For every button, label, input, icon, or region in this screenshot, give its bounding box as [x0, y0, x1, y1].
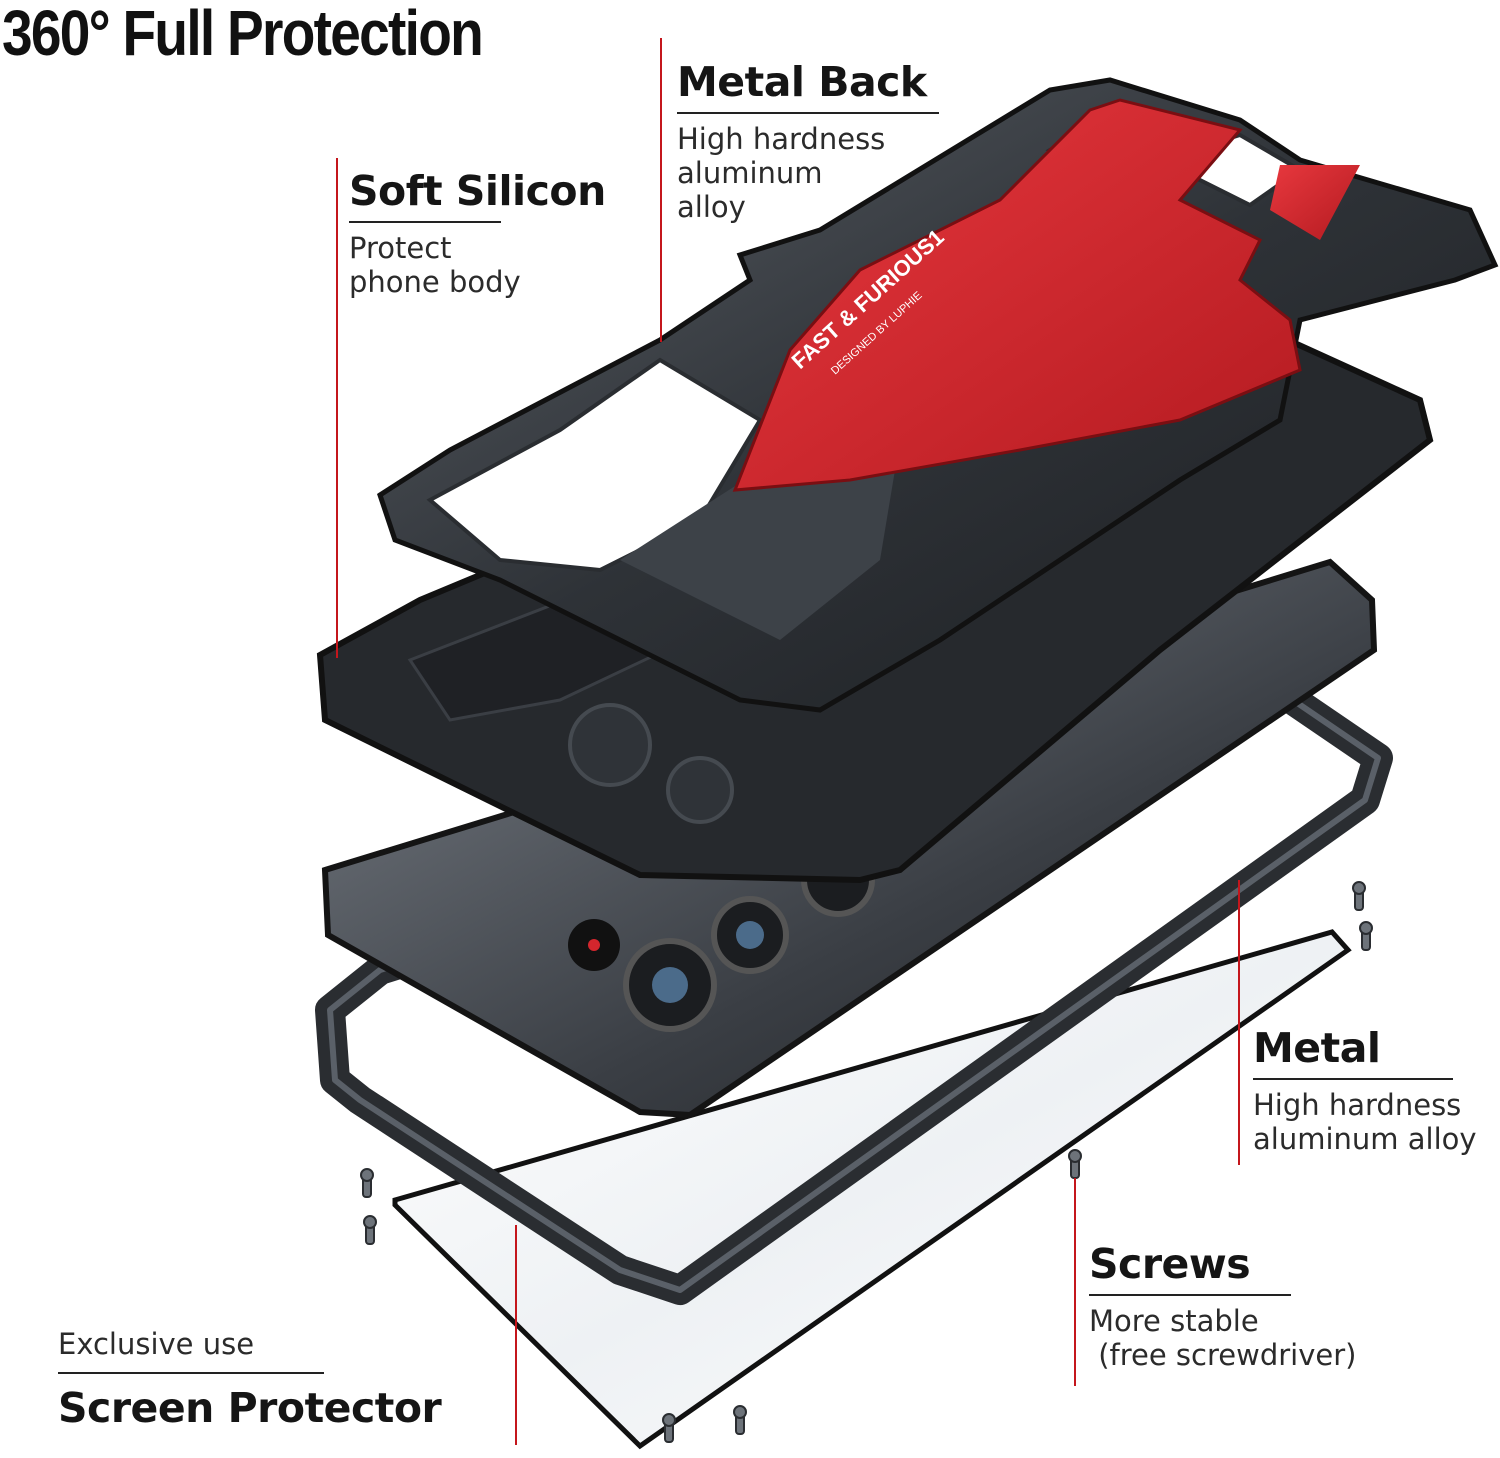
metal-back-leader-line — [660, 38, 662, 342]
callout-divider — [1253, 1078, 1453, 1080]
callout-metal: Metal High hardness aluminum alloy — [1253, 1024, 1477, 1156]
callout-heading: Screws — [1089, 1240, 1251, 1288]
callout-text: High hardness — [1253, 1088, 1462, 1122]
screen-protector-leader-line — [515, 1225, 517, 1445]
callout-text: (free screwdriver) — [1089, 1338, 1357, 1372]
callout-text: phone body — [349, 265, 521, 299]
callout-heading: Metal Back — [677, 58, 927, 106]
metal-back-plate: FAST & FURIOUS1 DESIGNED BY LUPHIE — [377, 77, 1499, 713]
callout-heading: Screen Protector — [58, 1384, 442, 1432]
callout-text: aluminum — [677, 156, 823, 190]
page-title: 360° Full Protection — [2, 0, 484, 69]
screen-protector-glass — [392, 929, 1352, 1450]
callout-metal-back: Metal Back High hardness aluminum alloy — [677, 58, 939, 224]
callout-text: More stable — [1089, 1304, 1259, 1338]
callout-heading: Soft Silicon — [349, 167, 606, 215]
callout-divider — [58, 1372, 324, 1374]
callout-divider — [677, 112, 939, 114]
callout-screws: Screws More stable (free screwdriver) — [1089, 1240, 1356, 1372]
callout-text: aluminum alloy — [1253, 1122, 1477, 1156]
callout-screen-protector: Exclusive use Screen Protector — [58, 1326, 442, 1432]
metal-leader-line — [1238, 880, 1240, 1165]
callout-text: High hardness — [677, 122, 886, 156]
screws-leader-line — [1074, 1178, 1076, 1386]
callout-heading: Metal — [1253, 1024, 1381, 1072]
callout-soft-silicon: Soft Silicon Protect phone body — [349, 167, 606, 299]
callout-text: alloy — [677, 190, 746, 224]
callout-text: Protect — [349, 231, 452, 265]
callout-pretext: Exclusive use — [58, 1327, 255, 1361]
callout-divider — [1089, 1294, 1291, 1296]
screws — [360, 881, 1373, 1443]
callout-divider — [349, 221, 501, 223]
soft-silicon-leader-line — [336, 158, 338, 658]
